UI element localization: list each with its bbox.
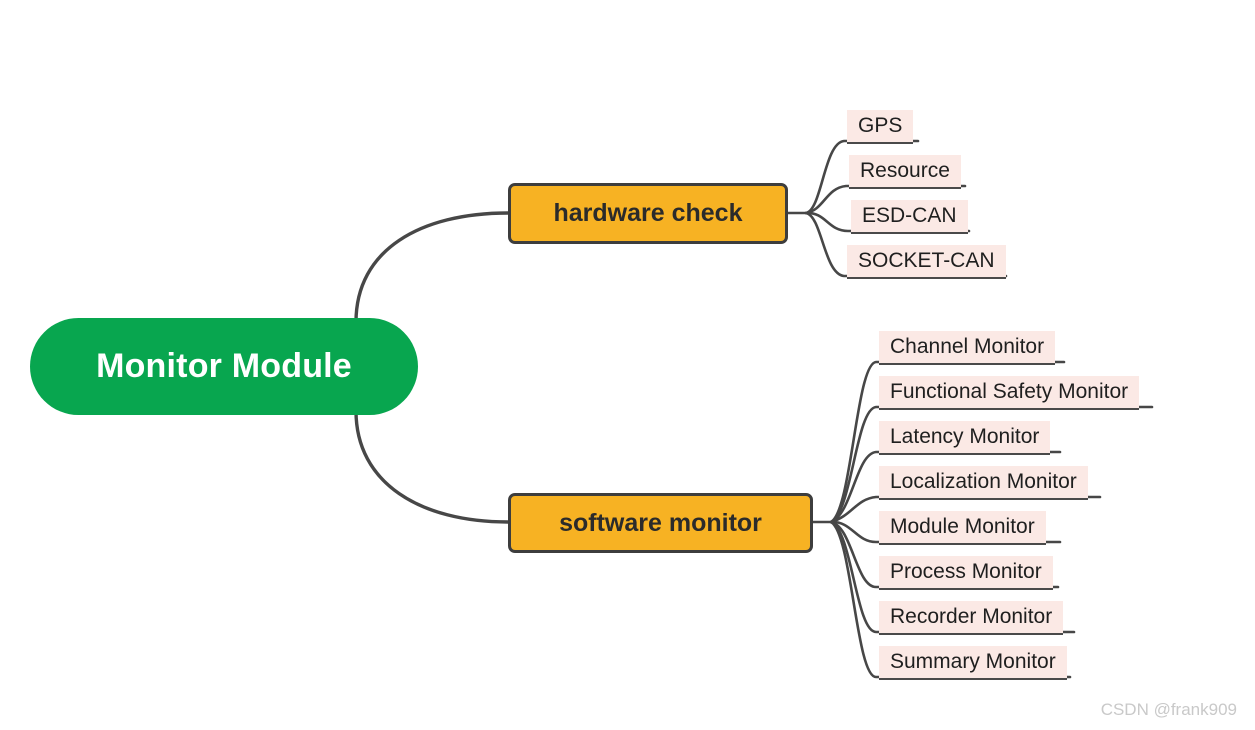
edge-root-to-software bbox=[354, 409, 510, 524]
leaf-node-label: GPS bbox=[858, 114, 903, 137]
leaf-node-label: Resource bbox=[860, 159, 950, 182]
leaf-node-latency-monitor[interactable]: Latency Monitor bbox=[879, 421, 1051, 455]
branch-node-software-monitor[interactable]: software monitor bbox=[508, 493, 813, 553]
root-node-monitor-module[interactable]: Monitor Module bbox=[30, 318, 418, 415]
leaf-node-label: Localization Monitor bbox=[890, 470, 1077, 493]
leaf-node-gps[interactable]: GPS bbox=[847, 110, 914, 144]
leaf-node-label: Channel Monitor bbox=[890, 335, 1045, 358]
root-node-label: Monitor Module bbox=[96, 347, 352, 385]
branch-node-hardware-check[interactable]: hardware check bbox=[508, 183, 788, 244]
leaf-node-resource[interactable]: Resource bbox=[849, 155, 961, 189]
leaf-node-esd-can[interactable]: ESD-CAN bbox=[851, 200, 968, 234]
leaf-node-recorder-monitor[interactable]: Recorder Monitor bbox=[879, 601, 1064, 635]
leaf-node-label: Functional Safety Monitor bbox=[890, 380, 1129, 403]
leaf-node-summary-monitor[interactable]: Summary Monitor bbox=[879, 646, 1067, 680]
edge-root-to-hardware bbox=[354, 211, 510, 324]
leaf-node-functional-safety-monitor[interactable]: Functional Safety Monitor bbox=[879, 376, 1140, 410]
leaf-node-label: Latency Monitor bbox=[890, 425, 1040, 448]
leaf-node-module-monitor[interactable]: Module Monitor bbox=[879, 511, 1046, 545]
leaf-node-label: SOCKET-CAN bbox=[858, 249, 995, 272]
watermark-text: CSDN @frank909 bbox=[1100, 700, 1237, 719]
leaf-node-label: ESD-CAN bbox=[862, 204, 957, 227]
leaf-node-channel-monitor[interactable]: Channel Monitor bbox=[879, 331, 1056, 365]
leaf-node-label: Process Monitor bbox=[890, 560, 1042, 583]
branch-node-label: software monitor bbox=[559, 508, 762, 537]
leaf-node-localization-monitor[interactable]: Localization Monitor bbox=[879, 466, 1088, 500]
leaf-node-label: Module Monitor bbox=[890, 515, 1035, 538]
leaf-node-process-monitor[interactable]: Process Monitor bbox=[879, 556, 1053, 590]
branch-node-label: hardware check bbox=[553, 199, 743, 227]
leaf-node-socket-can[interactable]: SOCKET-CAN bbox=[847, 245, 1006, 279]
leaf-node-label: Summary Monitor bbox=[890, 650, 1056, 673]
leaf-node-label: Recorder Monitor bbox=[890, 605, 1053, 628]
